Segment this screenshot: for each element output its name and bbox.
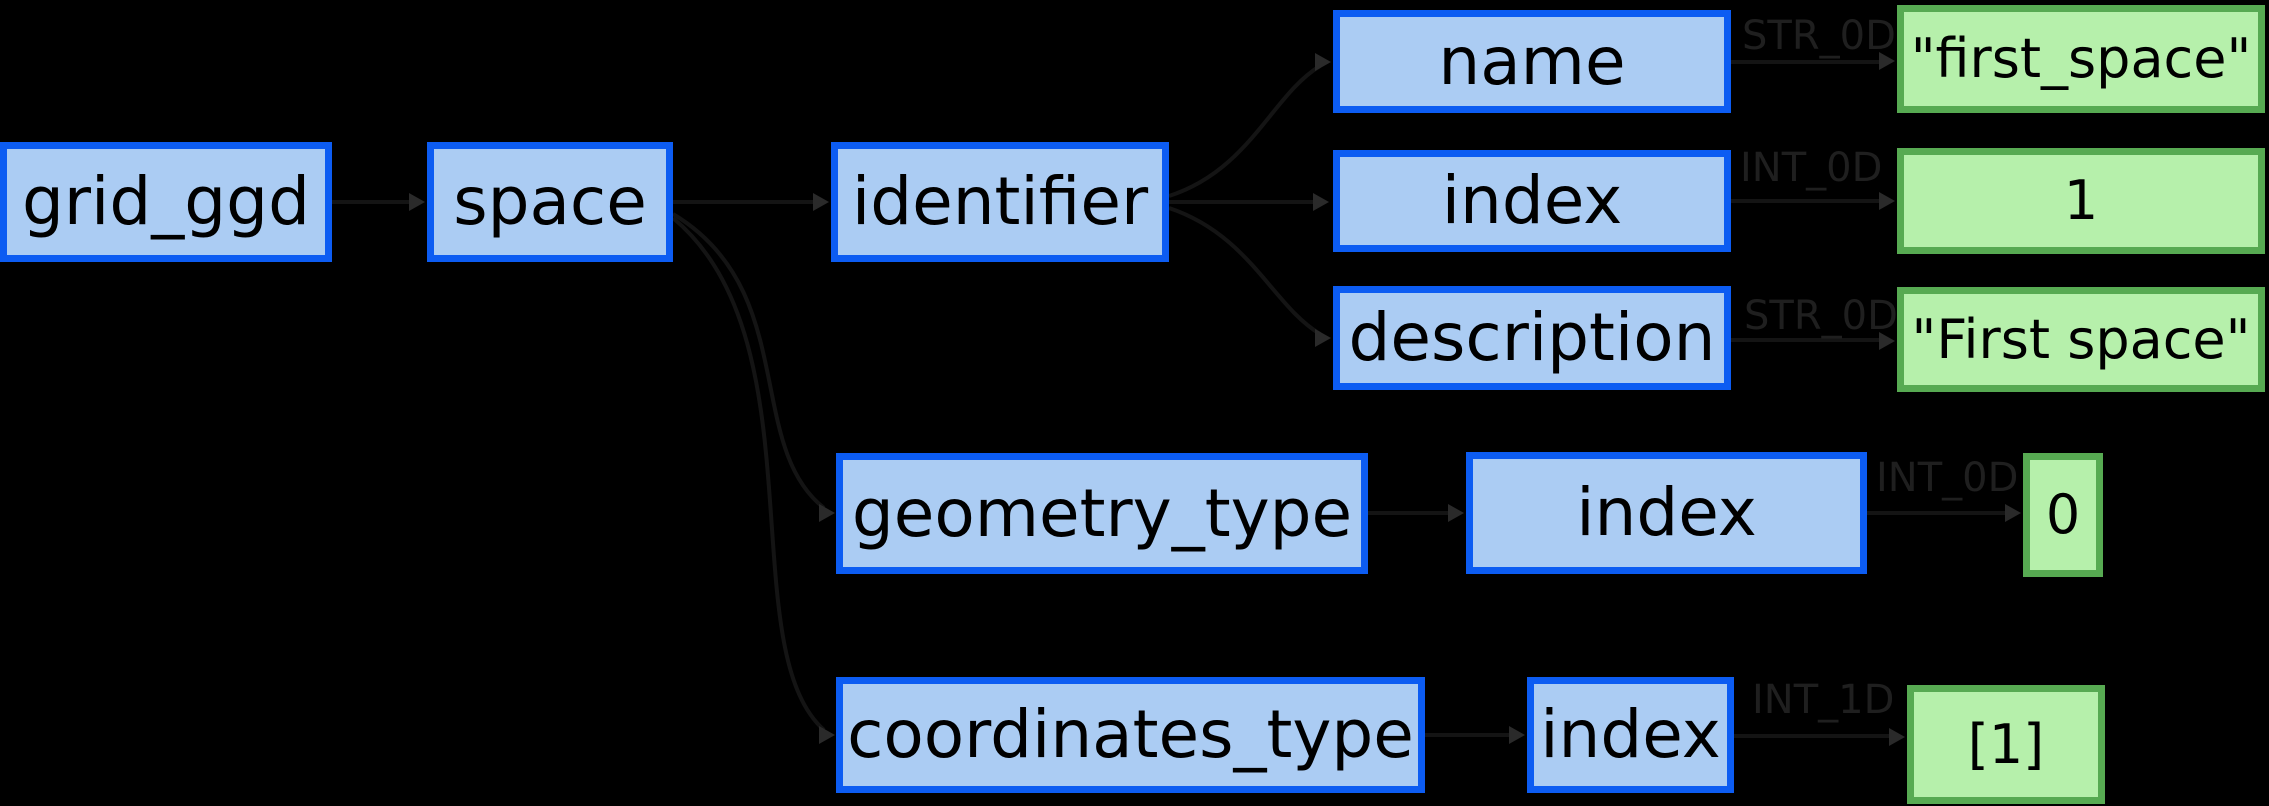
node-name: name bbox=[1333, 10, 1731, 113]
value-label: "First space" bbox=[1911, 307, 2251, 371]
edge-type-label: INT_0D bbox=[1740, 145, 1883, 191]
node-space: space bbox=[427, 142, 673, 262]
node-description: description bbox=[1333, 286, 1731, 390]
value-first-space: "first_space" bbox=[1897, 5, 2265, 113]
node-label: geometry_type bbox=[851, 474, 1353, 552]
node-label: description bbox=[1348, 299, 1716, 376]
node-label: coordinates_type bbox=[847, 696, 1414, 773]
node-label: identifier bbox=[851, 163, 1149, 240]
value-label: 0 bbox=[2045, 483, 2081, 546]
value-coordinates-index-array: [1] bbox=[1907, 685, 2105, 804]
node-label: grid_ggd bbox=[22, 163, 310, 240]
node-identifier: identifier bbox=[831, 142, 1169, 262]
edge-type-label: STR_0D bbox=[1744, 293, 1898, 339]
value-description-text: "First space" bbox=[1897, 287, 2265, 392]
node-identifier-index: index bbox=[1333, 150, 1731, 252]
value-label: [1] bbox=[1967, 712, 2045, 776]
node-coordinates-type: coordinates_type bbox=[836, 677, 1425, 793]
edge-type-label: STR_0D bbox=[1742, 13, 1896, 59]
edge-type-label: INT_0D bbox=[1876, 455, 2019, 501]
node-coordinates-index: index bbox=[1527, 677, 1734, 793]
value-label: 1 bbox=[2063, 169, 2099, 232]
node-geometry-type: geometry_type bbox=[836, 453, 1368, 574]
node-label: index bbox=[1576, 474, 1757, 551]
value-label: "first_space" bbox=[1910, 27, 2252, 90]
value-geometry-index-0: 0 bbox=[2023, 453, 2103, 577]
node-label: index bbox=[1441, 162, 1623, 239]
node-label: name bbox=[1438, 22, 1626, 100]
node-label: space bbox=[453, 163, 647, 240]
node-grid-ggd: grid_ggd bbox=[0, 142, 332, 262]
node-label: index bbox=[1540, 696, 1721, 773]
node-geometry-index: index bbox=[1466, 452, 1867, 574]
edge-type-label: INT_1D bbox=[1752, 677, 1895, 723]
value-index-1: 1 bbox=[1897, 148, 2265, 254]
